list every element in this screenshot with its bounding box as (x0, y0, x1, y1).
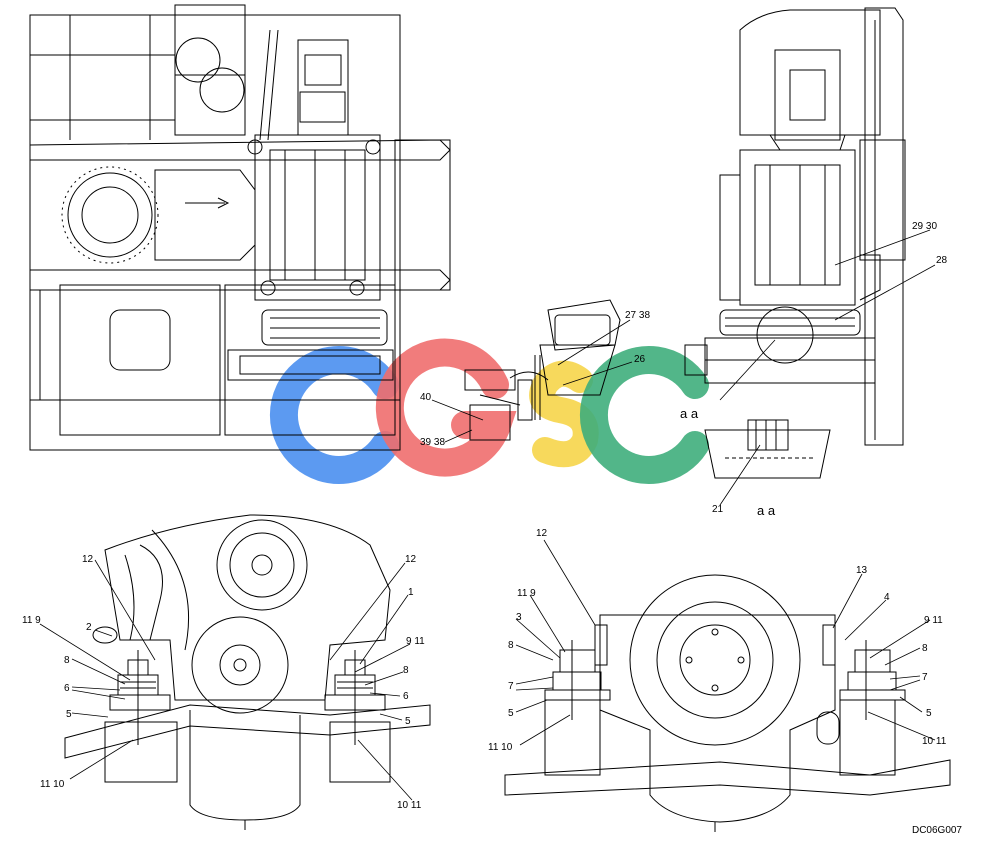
callout-8-rear-left: 8 (508, 640, 514, 651)
callout-12-left: 12 (82, 554, 94, 565)
callout-9-11: 9 11 (406, 636, 425, 647)
callout-5-right: 5 (405, 716, 411, 727)
callout-5-rear-right: 5 (926, 708, 932, 719)
callout-11-9: 11 9 (22, 615, 41, 626)
callout-12-rear: 12 (536, 528, 548, 539)
callout-11-10-rear: 11 10 (488, 742, 513, 753)
callout-39-38: 39 38 (420, 437, 445, 448)
callout-11-10: 11 10 (40, 779, 65, 790)
watermark-letter-c1 (269, 346, 399, 484)
watermark (269, 338, 709, 484)
callout-8-left: 8 (64, 655, 70, 666)
callout-13: 13 (856, 565, 868, 576)
watermark-letter-g (375, 338, 517, 477)
callout-6-left: 6 (64, 683, 70, 694)
callout-8-right: 8 (403, 665, 409, 676)
drawing-code: DC06G007 (911, 825, 962, 836)
watermark-letter-c2 (579, 346, 709, 484)
watermark-letter-s (529, 360, 599, 468)
callout-7-rear-right: 7 (922, 672, 928, 683)
callout-27-38: 27 38 (625, 310, 650, 321)
callout-5-rear-left: 5 (508, 708, 514, 719)
callout-5-left: 5 (66, 709, 72, 720)
side-elevation-view (684, 7, 906, 479)
callout-10-11: 10 11 (397, 800, 422, 811)
view-label-aa-top: a a (680, 406, 699, 421)
callout-12-right: 12 (405, 554, 417, 565)
callout-6-right: 6 (403, 691, 409, 702)
front-view-engine-mount (64, 514, 431, 830)
callout-28: 28 (936, 255, 948, 266)
callout-9-11-rear: 9 11 (924, 615, 943, 626)
callout-2: 2 (86, 622, 92, 633)
leader-lines (39, 229, 936, 801)
callout-29-30: 29 30 (912, 221, 937, 232)
frame-plan-view (29, 4, 451, 451)
callout-3: 3 (516, 612, 522, 623)
rear-view-engine-mount (504, 574, 951, 832)
callout-40: 40 (420, 392, 432, 403)
callout-1: 1 (408, 587, 414, 598)
callout-8-rear-right: 8 (922, 643, 928, 654)
callout-7-rear-left: 7 (508, 681, 514, 692)
callout-10-11-rear: 10 11 (922, 736, 947, 747)
callout-4: 4 (884, 592, 890, 603)
callout-labels: 29 30 28 27 38 2 6 40 39 38 21 a a a a 12… (22, 221, 948, 811)
callout-21: 21 (712, 504, 724, 515)
view-label-aa-bottom: a a (757, 503, 776, 518)
callout-11-9-rear: 11 9 (517, 588, 536, 599)
